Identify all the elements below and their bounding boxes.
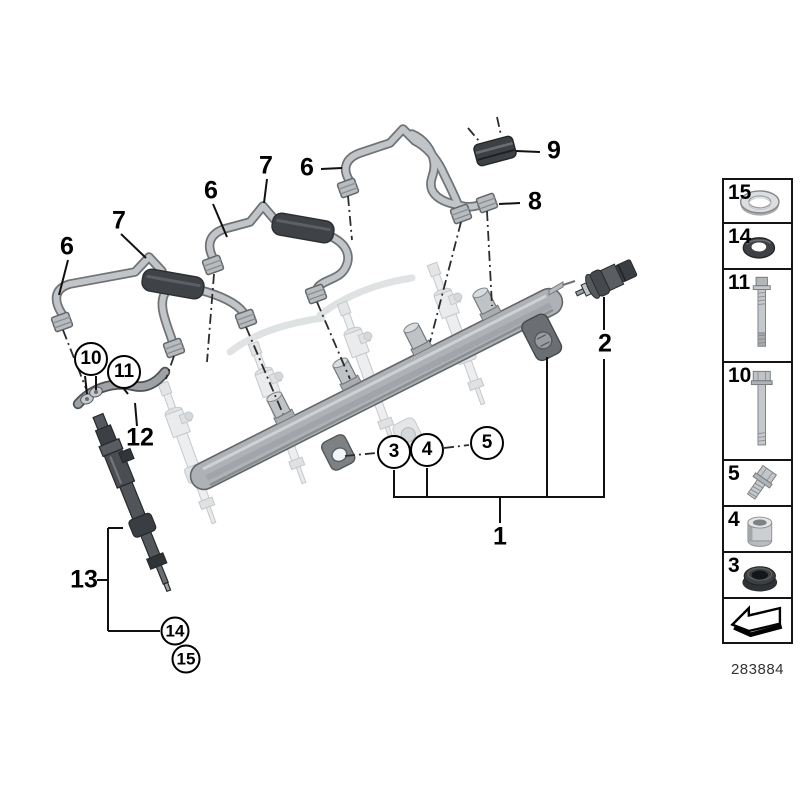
legend-number-5: 5	[728, 462, 740, 485]
callout-7-pipe2[interactable]: 7	[259, 151, 273, 180]
grommet-icon	[742, 566, 778, 592]
direction-arrow-icon	[730, 605, 783, 638]
hex-bolt-icon	[750, 370, 773, 446]
callout-12-bracket[interactable]: 12	[126, 423, 154, 452]
pipe-clamp	[473, 135, 517, 167]
callout-2-sensor[interactable]: 2	[598, 329, 612, 358]
legend-box-5[interactable]: 5	[722, 459, 793, 507]
legend-box-10[interactable]: 10	[722, 361, 793, 461]
callout-circle-11[interactable]: 11	[107, 355, 141, 389]
callout-9-clamp[interactable]: 9	[547, 136, 561, 165]
callout-7-pipe1[interactable]: 7	[112, 206, 126, 235]
legend-box-15[interactable]: 15	[722, 178, 793, 224]
hold-down-bracket	[72, 366, 171, 410]
callout-13-injector[interactable]: 13	[70, 565, 98, 594]
stud-bolt-icon	[752, 276, 771, 347]
pipe-damper-1	[139, 266, 207, 302]
ghost-bracket-arcs	[226, 274, 416, 356]
callout-circle-10[interactable]: 10	[74, 342, 108, 376]
mount-lug-hole	[320, 434, 356, 471]
parts-legend: 15 14	[722, 178, 793, 644]
legend-box-11[interactable]: 11	[722, 268, 793, 363]
callout-6-pipe1[interactable]: 6	[60, 232, 74, 261]
legend-number-15: 15	[728, 181, 752, 204]
screw-icon	[746, 464, 778, 500]
callout-8-pipe4[interactable]: 8	[528, 187, 542, 216]
legend-box-3[interactable]: 3	[722, 551, 793, 599]
callout-circle-15[interactable]: 15	[171, 644, 201, 674]
callout-leader-lines	[58, 150, 605, 632]
callout-circle-3[interactable]: 3	[377, 435, 411, 469]
callout-6-pipe2[interactable]: 6	[204, 176, 218, 205]
assembly-dash-lines	[62, 116, 502, 457]
sleeve-icon	[747, 516, 773, 547]
legend-number-4: 4	[728, 508, 740, 531]
mount-lug-bolt	[521, 313, 563, 362]
legend-box-4[interactable]: 4	[722, 505, 793, 553]
legend-number-14: 14	[728, 225, 752, 248]
legend-number-11: 11	[728, 271, 751, 294]
pressure-sensor	[574, 259, 638, 299]
legend-number-10: 10	[728, 364, 752, 387]
o-ring-icon	[742, 237, 776, 259]
callout-1-rail[interactable]: 1	[493, 522, 507, 551]
callout-circle-5[interactable]: 5	[470, 426, 504, 460]
callout-6-pipe3[interactable]: 6	[300, 153, 314, 182]
legend-box-14[interactable]: 14	[722, 222, 793, 270]
callout-circle-14[interactable]: 14	[160, 616, 190, 646]
injection-pipes	[50, 124, 499, 359]
diagram-number: 283884	[730, 661, 785, 678]
legend-box-arrow[interactable]	[722, 597, 793, 644]
pipe-damper-2	[269, 210, 337, 246]
injector-dark	[92, 412, 172, 593]
seal-ring-icon	[739, 190, 780, 216]
legend-number-3: 3	[728, 554, 740, 577]
callout-circle-4[interactable]: 4	[410, 433, 444, 467]
